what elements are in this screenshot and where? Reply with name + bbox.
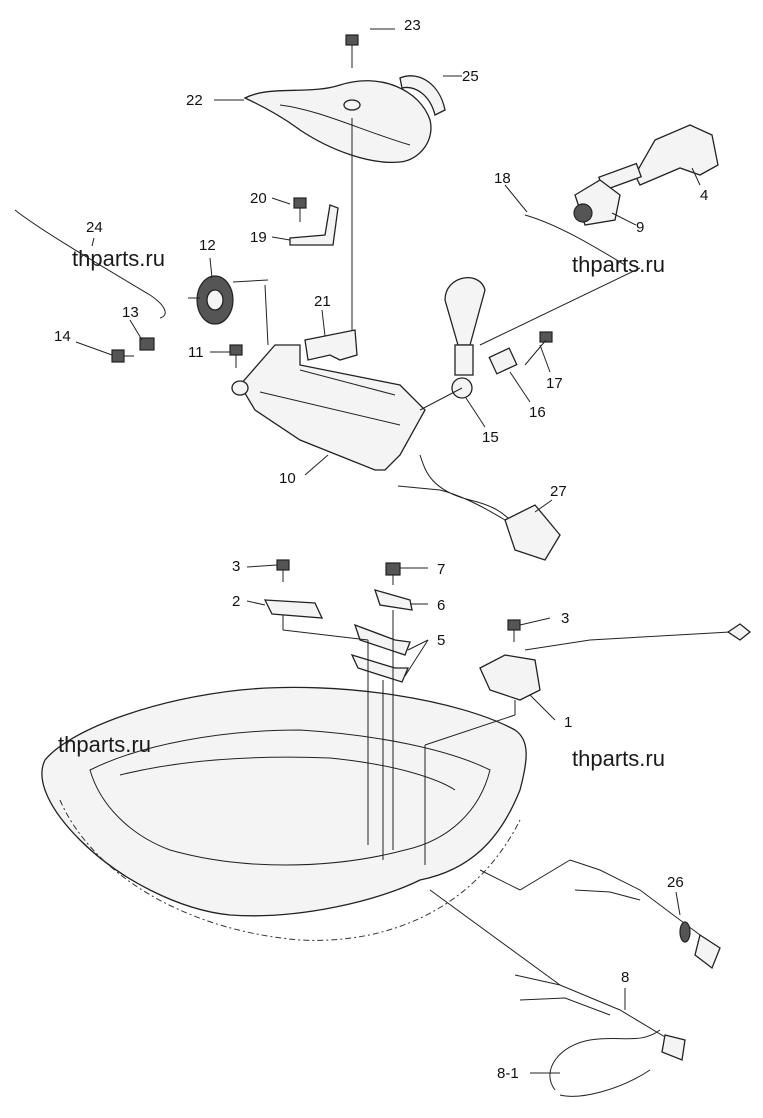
part-1-bracket bbox=[479, 654, 541, 701]
callout-9: 9 bbox=[636, 219, 644, 236]
callout-8-1: 8-1 bbox=[497, 1065, 519, 1082]
part-25-strip bbox=[399, 75, 446, 116]
callout-27: 27 bbox=[550, 483, 567, 500]
watermark: thparts.ru bbox=[572, 746, 665, 771]
callout-23: 23 bbox=[404, 17, 421, 34]
callout-20: 20 bbox=[250, 190, 267, 207]
callout-19: 19 bbox=[250, 229, 267, 246]
part-16-collar bbox=[488, 347, 518, 375]
part-26-harness bbox=[694, 933, 721, 970]
callout-7: 7 bbox=[437, 561, 445, 578]
callout-18: 18 bbox=[494, 170, 511, 187]
bottom-cowling bbox=[41, 686, 527, 917]
callout-4: 4 bbox=[700, 187, 708, 204]
part-6-clip bbox=[373, 589, 413, 611]
part-27-switch bbox=[504, 504, 561, 561]
callout-3-lower: 3 bbox=[561, 610, 569, 627]
part-24-rod bbox=[14, 209, 166, 319]
callout-3-upper: 3 bbox=[232, 558, 240, 575]
part-4-switch bbox=[634, 124, 719, 186]
part-15-lever bbox=[444, 277, 486, 346]
part-8-harness bbox=[661, 1034, 686, 1061]
part-18-rod bbox=[524, 214, 626, 266]
callout-15: 15 bbox=[482, 429, 499, 446]
callout-13: 13 bbox=[122, 304, 139, 321]
part-14-bolt bbox=[111, 349, 125, 363]
watermark: thparts.ru bbox=[58, 732, 151, 757]
callout-8: 8 bbox=[621, 969, 629, 986]
callout-24: 24 bbox=[86, 219, 103, 236]
part-13-nut bbox=[139, 337, 155, 351]
leader-lines bbox=[75, 28, 701, 1074]
callout-10: 10 bbox=[279, 470, 296, 487]
callout-17: 17 bbox=[546, 375, 563, 392]
callout-labels: 23 25 22 4 18 9 20 19 24 12 13 14 21 11 … bbox=[54, 17, 708, 1082]
callout-1: 1 bbox=[564, 714, 572, 731]
watermark: thparts.ru bbox=[572, 252, 665, 277]
callout-22: 22 bbox=[186, 92, 203, 109]
part-10-housing bbox=[239, 344, 426, 471]
watermark: thparts.ru bbox=[72, 246, 165, 271]
part-22-cover bbox=[243, 80, 432, 164]
part-2-plate bbox=[263, 599, 324, 619]
part-22-hole bbox=[343, 99, 361, 111]
callout-11: 11 bbox=[188, 344, 204, 361]
part-5-clip-b bbox=[350, 653, 409, 683]
callout-6: 6 bbox=[437, 597, 445, 614]
callout-14: 14 bbox=[54, 328, 71, 345]
part-5-clip-a bbox=[353, 623, 411, 656]
callout-2: 2 bbox=[232, 593, 240, 610]
callout-12: 12 bbox=[199, 237, 216, 254]
callout-5: 5 bbox=[437, 632, 445, 649]
callout-26: 26 bbox=[667, 874, 684, 891]
part-23-bolt bbox=[345, 34, 359, 46]
callout-16: 16 bbox=[529, 404, 546, 421]
part-19-bracket bbox=[289, 204, 339, 246]
callout-25: 25 bbox=[462, 68, 479, 85]
part-8-1-lanyard bbox=[549, 1029, 661, 1091]
callout-21: 21 bbox=[314, 293, 331, 310]
part-21-plate bbox=[304, 329, 358, 361]
